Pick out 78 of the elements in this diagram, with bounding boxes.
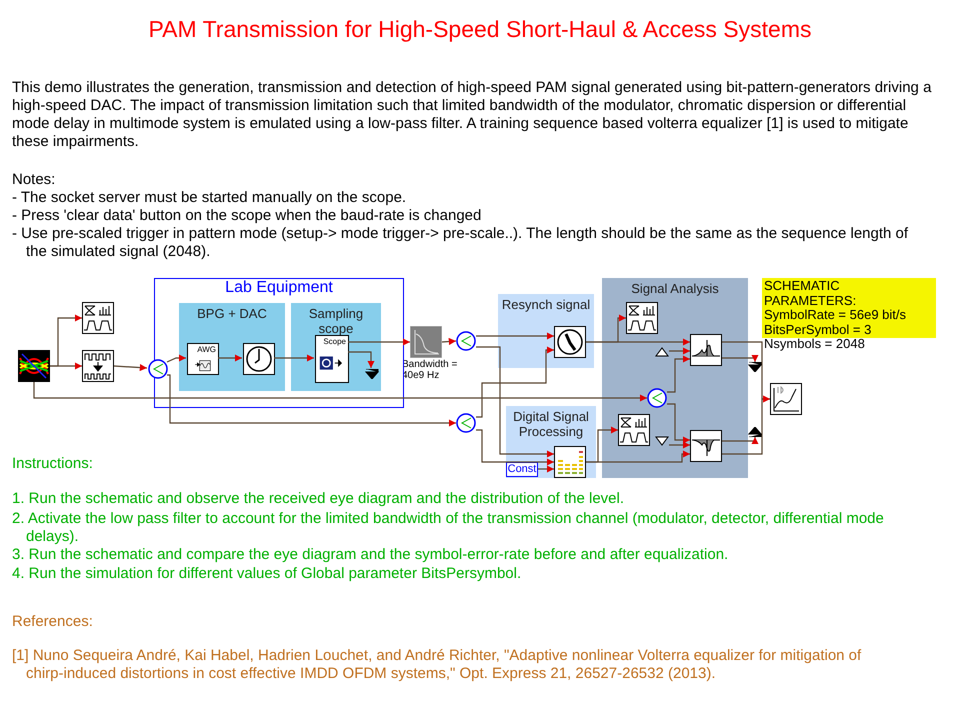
- wire-arrow: [669, 347, 690, 355]
- awg-block: [187, 343, 219, 375]
- group-panel: [506, 406, 596, 478]
- splitter-icon: [456, 331, 476, 351]
- parameter-text: SymbolRate = 56e9 bit/s: [764, 308, 907, 322]
- wire-arrow: [667, 403, 690, 444]
- group-title: Resynch signal: [500, 297, 592, 312]
- clock-icon: [243, 343, 275, 375]
- wire-arrow: [274, 354, 314, 362]
- group-title: BPG + DAC: [196, 306, 268, 321]
- instruction-text: 1. Run the schematic and observe the received eye diagram and the distribution of the level.: [12, 490, 626, 508]
- analyzer-icon: [626, 302, 658, 334]
- wire-arrow: [348, 351, 375, 368]
- instruction-text: 4. Run the simulation for different values of Global parameter BitsPersymbol.: [12, 565, 522, 583]
- group-panel: [291, 303, 381, 391]
- group-title: Digital Signal Processing: [512, 409, 590, 439]
- histogram-icon: [690, 430, 722, 462]
- analyzer-icon: [618, 414, 650, 446]
- references-heading: References:: [12, 613, 94, 631]
- note-text: - Press 'clear data' button on the scope when the baud-rate is changed: [12, 207, 482, 225]
- group-panel: [602, 278, 748, 478]
- ground-icon: [748, 427, 762, 437]
- reference-text: [1] Nuno Sequeira André, Kai Habel, Hadrien Louchet, and André Richter, "Adaptive nonlinear Volterra equalizer for mitigation of chirp-induced distortions in cost effective IMDD OFDM systems," Opt. Express 21, 26527-26532 (2013).: [12, 647, 862, 683]
- pattern-icon: [18, 350, 50, 382]
- wire-arrow: [166, 354, 186, 363]
- analyzer-icon: [82, 302, 114, 334]
- pulse-coder-icon: [82, 350, 114, 382]
- histogram-icon: [690, 334, 722, 366]
- wire-arrow: [33, 382, 647, 402]
- instructions-heading: Instructions:: [12, 455, 94, 473]
- group-title: Signal Analysis: [630, 281, 720, 296]
- instruction-text: 3. Run the schematic and compare the eye diagram and the symbol-error-rate before and after equalization.: [12, 546, 730, 564]
- equalizer-icon: [554, 446, 586, 478]
- wire-arrow: [669, 441, 690, 449]
- block-label: Scope: [323, 337, 346, 346]
- wire-arrow: [586, 450, 690, 463]
- group-title: Sampling scope: [308, 306, 364, 336]
- filter-icon: [410, 326, 442, 358]
- note-text: - Use pre-scaled trigger in pattern mode (setup-> mode trigger-> pre-scale..). The length should be the same as the sequence length of the simulated signal (2048).: [12, 225, 910, 261]
- group-panel: [498, 294, 594, 368]
- wire-arrow: [722, 354, 759, 362]
- wire-arrow: [50, 362, 82, 370]
- wire-arrow: [476, 332, 554, 340]
- splitter-icon: [148, 359, 168, 379]
- wire-arrow: [114, 364, 148, 372]
- wire-arrow: [476, 429, 554, 466]
- wire-arrow: [476, 346, 554, 418]
- plot-icon: [770, 383, 802, 415]
- wire-arrow: [442, 338, 456, 346]
- description-text: This demo illustrates the generation, transmission and detection of high-speed PAM signal generated using bit-pattern-generators driving a high-speed DAC. The impact of transmission limitation such that limited bandwidth of the modulator, chromatic dispersion or differential mode delay in multimode system is emulated using a low-pass filter. A training sequence based volterra equalizer [1] is used to mitigate these impairments.: [12, 79, 932, 151]
- clock-icon: [554, 326, 586, 358]
- splitter-icon: [647, 388, 667, 408]
- notes-heading: Notes:: [12, 171, 56, 189]
- scope-block: [315, 335, 349, 383]
- parameter-text: BitsPerSymbol = 3: [764, 322, 872, 337]
- source-triangle-icon: [655, 436, 669, 446]
- parameter-text: SCHEMATIC PARAMETERS:: [764, 279, 858, 308]
- instruction-text: 2. Activate the low pass filter to account for the limited bandwidth of the transmission channel (modulator, detector, differential mode delays).: [12, 510, 885, 546]
- ground-icon: [365, 369, 379, 379]
- parameter-text: Nsymbols = 2048: [764, 337, 866, 352]
- block-label: AWG: [197, 345, 216, 354]
- wire-arrow: [722, 437, 759, 444]
- wire-arrow: [476, 346, 554, 458]
- wire-arrow: [586, 338, 690, 346]
- constant-block: Const: [506, 462, 538, 477]
- group-panel: [179, 303, 285, 391]
- page-title: PAM Transmission for High-Speed Short-Haul & Access Systems: [148, 16, 812, 43]
- wire-arrow: [218, 354, 242, 362]
- wire-arrow: [722, 395, 770, 455]
- source-triangle-icon: [655, 347, 669, 357]
- wire-arrow: [348, 338, 410, 346]
- wire-arrow: [166, 374, 456, 427]
- splitter-icon: [456, 413, 476, 433]
- group-title: Lab Equipment: [224, 280, 334, 295]
- note-text: - The socket server must be started manually on the scope.: [12, 189, 408, 207]
- ground-icon: [748, 362, 762, 372]
- wire-arrow: [667, 355, 690, 393]
- wire-arrow: [538, 465, 554, 473]
